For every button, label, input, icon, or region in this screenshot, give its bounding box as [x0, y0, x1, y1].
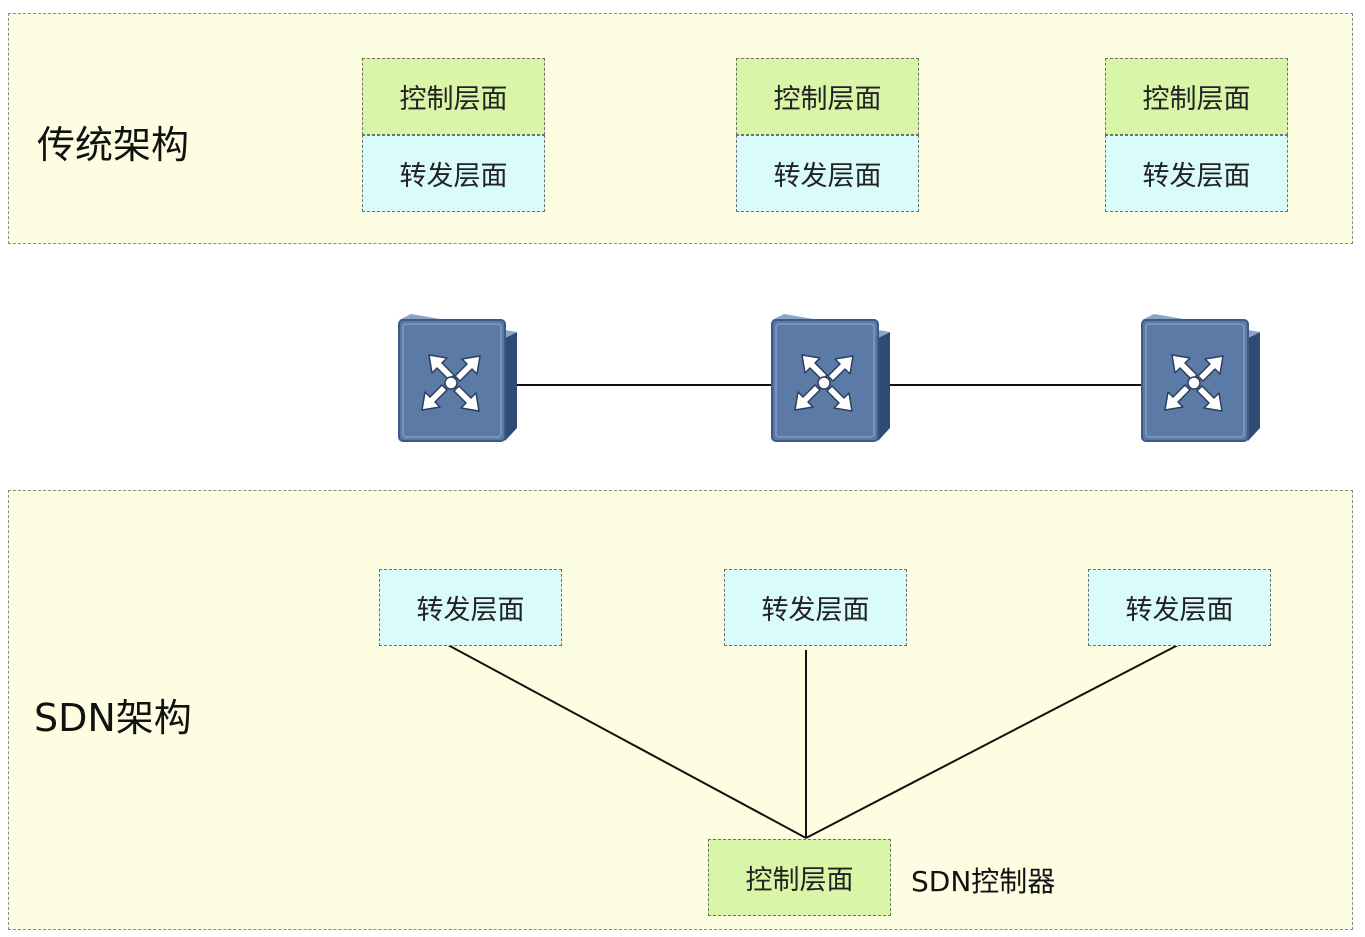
controller-link [447, 644, 807, 839]
control-plane-box: 控制层面 [1105, 58, 1288, 135]
traditional-node-1: 控制层面 转发层面 [362, 58, 545, 212]
sdn-architecture-label: SDN架构 [34, 696, 192, 740]
traditional-node-3: 控制层面 转发层面 [1105, 58, 1288, 212]
forwarding-plane-box: 转发层面 [736, 135, 919, 212]
controller-link [805, 644, 1179, 839]
sdn-forwarding-plane-3: 转发层面 [1088, 569, 1271, 646]
sdn-controller-caption: SDN控制器 [911, 865, 1056, 898]
control-plane-box: 控制层面 [736, 58, 919, 135]
forwarding-plane-box: 转发层面 [1105, 135, 1288, 212]
control-plane-box: 控制层面 [362, 58, 545, 135]
forwarding-plane-box: 转发层面 [362, 135, 545, 212]
sdn-control-plane: 控制层面 [708, 839, 891, 916]
traditional-architecture-label: 传统架构 [37, 123, 190, 167]
sdn-forwarding-plane-2: 转发层面 [724, 569, 907, 646]
traditional-node-2: 控制层面 转发层面 [736, 58, 919, 212]
sdn-forwarding-plane-1: 转发层面 [379, 569, 562, 646]
sdn-architecture-panel [8, 490, 1353, 930]
